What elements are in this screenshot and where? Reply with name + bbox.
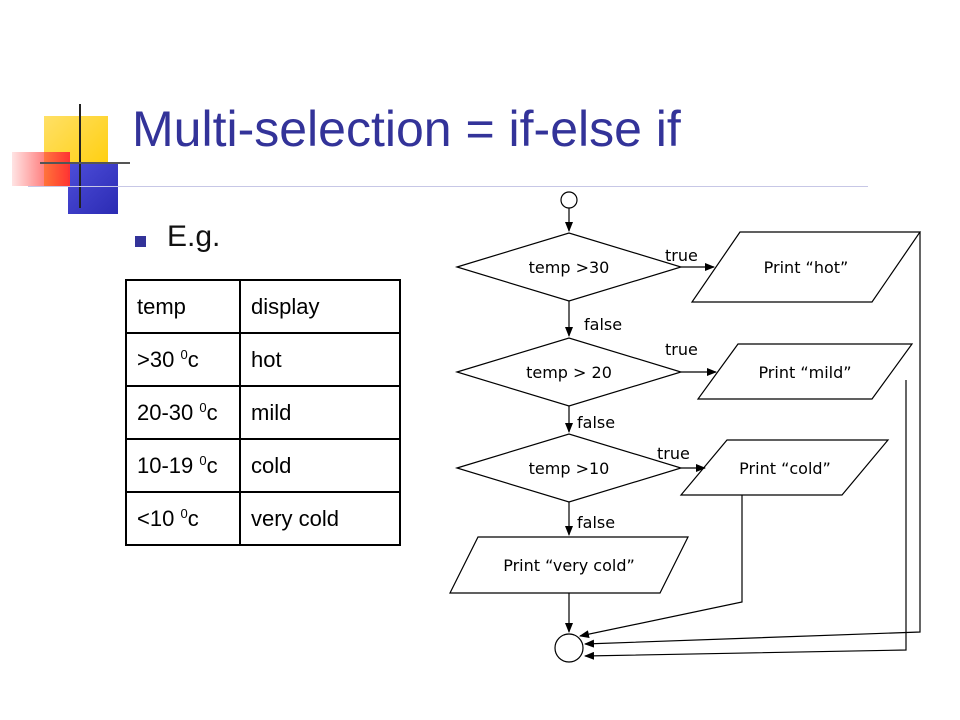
output-mild [696, 343, 914, 400]
temp-value: 20-30 [137, 399, 194, 425]
temp-value: >30 [137, 346, 175, 372]
start-connector [560, 191, 578, 209]
true-label-2: true [665, 340, 698, 359]
table-row: 10-19 0c cold [125, 438, 401, 493]
table-row: 20-30 0c mild [125, 385, 401, 440]
arrow-hot-to-end [584, 232, 921, 648]
arrow-mild-to-end [584, 380, 907, 660]
table-cell-display: cold [239, 438, 401, 493]
bullet-marker [135, 236, 146, 247]
true-label-3: true [657, 444, 690, 463]
degree-superscript: 0 [199, 452, 207, 468]
bullet-text: E.g. [167, 220, 221, 253]
table-cell-temp: >30 0c [125, 332, 241, 387]
decision-label-1: temp >30 [529, 258, 610, 277]
table-cell-display: very cold [239, 491, 401, 546]
deco-blue-square [68, 164, 118, 214]
output-very-cold [449, 536, 689, 594]
false-label-2: false [577, 413, 615, 432]
output-label-very-cold: Print “very cold” [503, 556, 635, 575]
table-cell-display: mild [239, 385, 401, 440]
deco-vertical-line [79, 104, 81, 208]
table-row: <10 0c very cold [125, 491, 401, 546]
temp-value: <10 [137, 505, 175, 531]
celsius-unit: c [206, 452, 218, 478]
degree-superscript: 0 [199, 399, 207, 415]
deco-red-square [12, 152, 70, 186]
table-cell-temp: <10 0c [125, 491, 241, 546]
false-label-3: false [577, 513, 615, 532]
slide-title: Multi-selection = if-else if [132, 101, 681, 157]
table-cell-temp: 10-19 0c [125, 438, 241, 493]
decision-label-3: temp >10 [529, 459, 610, 478]
table-cell-temp: 20-30 0c [125, 385, 241, 440]
degree-superscript: 0 [180, 346, 188, 362]
celsius-unit: c [187, 346, 199, 372]
output-hot [690, 231, 922, 303]
title-divider [28, 186, 868, 187]
temperature-table: temp display >30 0c hot 20-30 0c mild 10… [125, 279, 401, 546]
true-label-1: true [665, 246, 698, 265]
table-header-row: temp display [125, 279, 401, 334]
decision-label-2: temp > 20 [526, 363, 612, 382]
deco-horizontal-line [40, 162, 130, 164]
output-label-hot: Print “hot” [764, 258, 849, 277]
table-header-cell: display [239, 279, 401, 334]
celsius-unit: c [206, 399, 218, 425]
degree-superscript: 0 [180, 505, 188, 521]
end-connector [554, 633, 584, 663]
output-cold [679, 439, 890, 496]
output-label-cold: Print “cold” [739, 459, 831, 478]
false-label-1: false [584, 315, 622, 334]
table-row: >30 0c hot [125, 332, 401, 387]
arrow-cold-to-end [579, 495, 743, 639]
temp-value: 10-19 [137, 452, 194, 478]
table-header-cell: temp [125, 279, 241, 334]
output-label-mild: Print “mild” [758, 363, 851, 382]
table-cell-display: hot [239, 332, 401, 387]
celsius-unit: c [187, 505, 199, 531]
